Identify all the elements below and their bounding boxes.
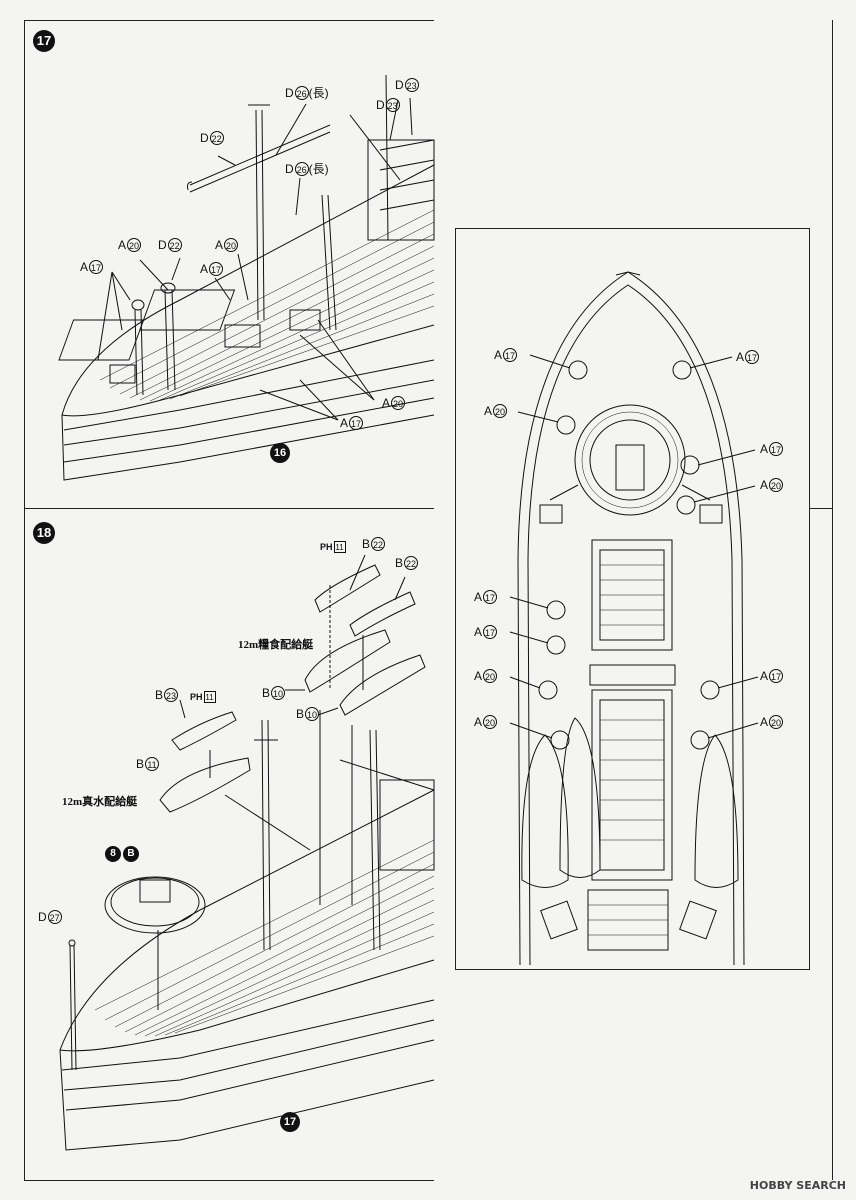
- plan-boat-left2: [559, 717, 601, 878]
- right-page-line: [832, 20, 833, 508]
- step-18-badge: 18: [33, 522, 55, 544]
- boat-label-water: 12m真水配給艇: [62, 796, 138, 808]
- boat-b10b-hull: [339, 654, 426, 716]
- watermark: HOBBY SEARCH: [749, 1179, 846, 1192]
- step17-hull-outline: [61, 164, 435, 416]
- boat-b10-hull: [304, 629, 391, 693]
- boat-b22-top: [314, 564, 381, 613]
- boat-b22-mid: [349, 591, 416, 637]
- top-border: [24, 20, 434, 21]
- right-page-line-b: [810, 508, 832, 509]
- plan-boat-right: [694, 734, 739, 888]
- boat-b23-cover: [171, 711, 237, 751]
- step17-ref-badge: 16: [270, 443, 290, 463]
- bottom-border: [24, 1180, 434, 1181]
- mid-divider: [24, 508, 434, 509]
- step-17-badge: 17: [33, 30, 55, 52]
- step17-hull-side: [61, 414, 435, 481]
- boat-b11-hull: [159, 757, 251, 813]
- step18-ref-badge: 17: [280, 1112, 300, 1132]
- step18-hull-outline: [59, 789, 435, 1051]
- boat-label-provisions: 12m糧食配給艇: [238, 639, 314, 651]
- left-border: [24, 20, 25, 1180]
- plan-view-frame: [455, 228, 810, 970]
- plan-boat-left: [521, 734, 569, 888]
- right-page-line-c: [832, 508, 833, 1180]
